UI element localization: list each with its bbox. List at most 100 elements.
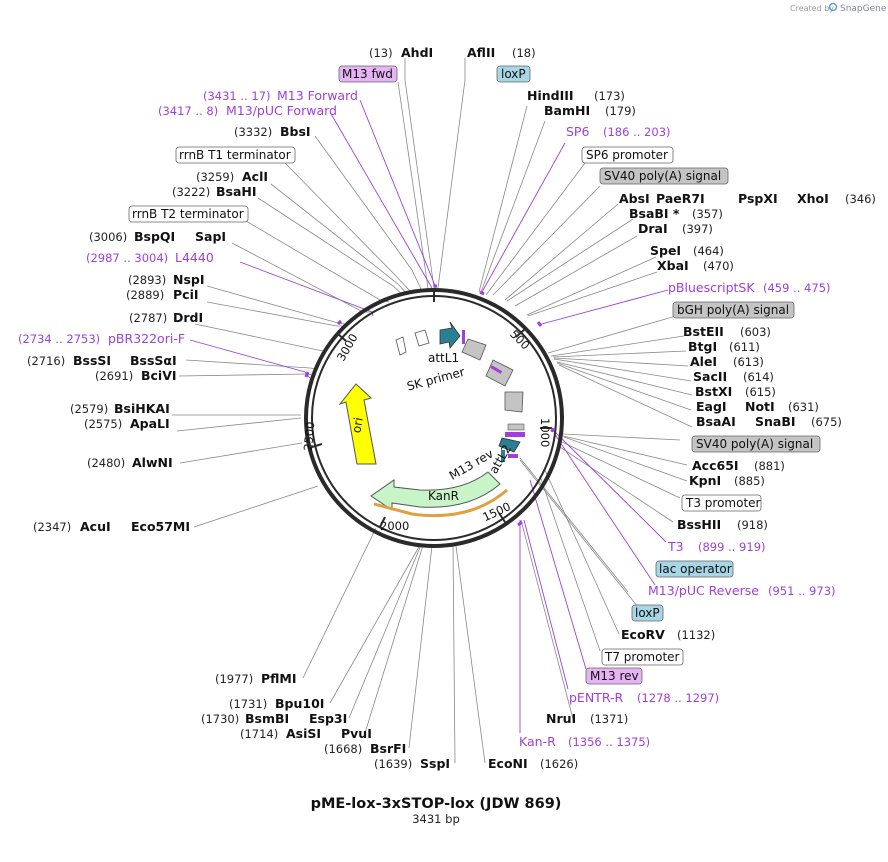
pbr322ori-range: (2734 .. 2753) bbox=[18, 332, 100, 346]
pbluescript-range: (459 .. 475) bbox=[763, 281, 831, 295]
hindiii-position: (173) bbox=[594, 89, 625, 103]
label-boxes bbox=[128, 65, 821, 685]
bsteii-label: BstEII bbox=[683, 324, 724, 339]
econi-position: (1626) bbox=[540, 757, 578, 771]
m13-rev-box-label: M13 rev bbox=[590, 669, 639, 683]
sp6-range: (186 .. 203) bbox=[603, 125, 671, 139]
bpu10i-label: Bpu10I bbox=[275, 696, 324, 711]
loxp-box2-label: loxP bbox=[635, 606, 660, 620]
pflmi-position: (1977) bbox=[215, 672, 253, 686]
hindiii-label: HindIII bbox=[527, 88, 574, 103]
drai-label: DraI bbox=[638, 221, 668, 236]
asisi-label: AsiSI bbox=[286, 726, 321, 741]
sapi-label: SapI bbox=[195, 229, 226, 244]
alei-label: AleI bbox=[690, 354, 717, 369]
feature-labels: (13) AhdI AflII (18) M13 fwd loxP (3431 … bbox=[18, 45, 876, 771]
aflii-label: AflII bbox=[467, 45, 495, 60]
paer7i-label: PaeR7I bbox=[656, 191, 705, 206]
bbsi-position: (3332) bbox=[234, 125, 272, 139]
loxp-box1-label: loxP bbox=[501, 67, 526, 81]
bsaai-label: BsaAI bbox=[696, 414, 736, 429]
bgh-polya-box-label: bGH poly(A) signal bbox=[677, 303, 789, 317]
bsmbi-position: (1730) bbox=[201, 712, 239, 726]
top-inner-features bbox=[395, 321, 524, 413]
xbai-label: XbaI bbox=[657, 258, 689, 273]
credit-text: Created by bbox=[790, 4, 834, 13]
t3-range: (899 .. 919) bbox=[698, 540, 766, 554]
kanr-label: KanR bbox=[428, 489, 459, 503]
kpni-position: (885) bbox=[734, 474, 765, 488]
alwni-position: (2480) bbox=[87, 456, 125, 470]
aflii-position: (18) bbox=[512, 46, 536, 60]
pcii-position: (2889) bbox=[126, 288, 164, 302]
attl1-label: attL1 bbox=[428, 351, 459, 365]
tick-label-2500: 2500 bbox=[301, 421, 317, 451]
pbluescript-label: pBluescriptSK bbox=[668, 280, 755, 295]
spei-label: SpeI bbox=[650, 243, 681, 258]
bsrfi-position: (1668) bbox=[324, 742, 362, 756]
t7-promoter-box-label: T7 promoter bbox=[604, 650, 680, 664]
m13-forward-label: M13 Forward bbox=[277, 88, 358, 103]
bsmbi-label: BsmBI bbox=[245, 711, 289, 726]
bsabi-position: (357) bbox=[692, 207, 723, 221]
m13-forward-range: (3431 .. 17) bbox=[203, 89, 271, 103]
acc65i-label: Acc65I bbox=[692, 458, 739, 473]
econi-label: EcoNI bbox=[488, 756, 528, 771]
xhoi-label: XhoI bbox=[797, 191, 829, 206]
drdi-label: DrdI bbox=[173, 310, 203, 325]
absi-label: AbsI bbox=[619, 191, 650, 206]
btgi-label: BtgI bbox=[688, 339, 717, 354]
kan-r-primer-range: (1356 .. 1375) bbox=[568, 735, 650, 749]
acli-label: AclI bbox=[242, 169, 268, 184]
kanr-promoter-track bbox=[373, 488, 508, 518]
bsahi-position: (3222) bbox=[172, 185, 210, 199]
xbai-position: (470) bbox=[703, 259, 734, 273]
acli-position: (3259) bbox=[196, 170, 234, 184]
nspi-position: (2893) bbox=[128, 273, 166, 287]
pvui-label: PvuI bbox=[341, 726, 372, 741]
sspi-position: (1639) bbox=[374, 757, 412, 771]
sv40-polya-box1-label: SV40 poly(A) signal bbox=[604, 169, 721, 183]
tick-label-2000: 2000 bbox=[380, 519, 409, 533]
asisi-position: (1714) bbox=[240, 727, 278, 741]
l4440-label: L4440 bbox=[175, 250, 214, 265]
m13-puc-reverse-label: M13/pUC Reverse bbox=[648, 583, 759, 598]
t3-promoter-box-label: T3 promoter bbox=[685, 496, 761, 510]
map-length: 3431 bp bbox=[412, 812, 460, 826]
rrnb-t2-box-label: rrnB T2 terminator bbox=[132, 207, 244, 221]
bbsi-label: BbsI bbox=[280, 124, 311, 139]
credit-brand: SnapGene bbox=[840, 4, 887, 14]
right-inner-features bbox=[498, 423, 525, 462]
nrui-position: (1371) bbox=[590, 712, 628, 726]
bsrfi-label: BsrFI bbox=[370, 741, 406, 756]
noti-position: (631) bbox=[788, 400, 819, 414]
alei-position: (613) bbox=[733, 355, 764, 369]
sp6-label: SP6 bbox=[566, 124, 589, 139]
bamhi-label: BamHI bbox=[544, 103, 590, 118]
pbr322ori-label: pBR322ori-F bbox=[108, 331, 185, 346]
snabi-label: SnaBI bbox=[755, 414, 796, 429]
bsteii-position: (603) bbox=[740, 325, 771, 339]
bsihkai-label: BsiHKAI bbox=[114, 401, 170, 416]
sk-primer-label: SK primer bbox=[405, 365, 466, 394]
map-title: pME-lox-3xSTOP-lox (JDW 869) bbox=[311, 796, 562, 812]
acc65i-position: (881) bbox=[754, 459, 785, 473]
l4440-range: (2987 .. 3004) bbox=[86, 251, 168, 265]
acui-label: AcuI bbox=[80, 519, 111, 534]
bsssai-label: BssSαI bbox=[130, 353, 177, 368]
noti-label: NotI bbox=[745, 399, 775, 414]
sacii-position: (614) bbox=[743, 370, 774, 384]
bspqi-label: BspQI bbox=[134, 229, 175, 244]
eco57mi-label: Eco57MI bbox=[131, 519, 190, 534]
ahdi-position: (13) bbox=[369, 46, 393, 60]
nrui-label: NruI bbox=[546, 711, 576, 726]
bsssi-position: (2716) bbox=[27, 354, 65, 368]
bstxi-label: BstXI bbox=[695, 384, 732, 399]
kpni-label: KpnI bbox=[689, 473, 721, 488]
esp3i-label: Esp3I bbox=[309, 711, 347, 726]
snapgene-logo-icon bbox=[828, 2, 838, 12]
bsssi-label: BssSI bbox=[73, 353, 111, 368]
bcivi-position: (2691) bbox=[95, 369, 133, 383]
ori-label: ori bbox=[349, 416, 365, 434]
